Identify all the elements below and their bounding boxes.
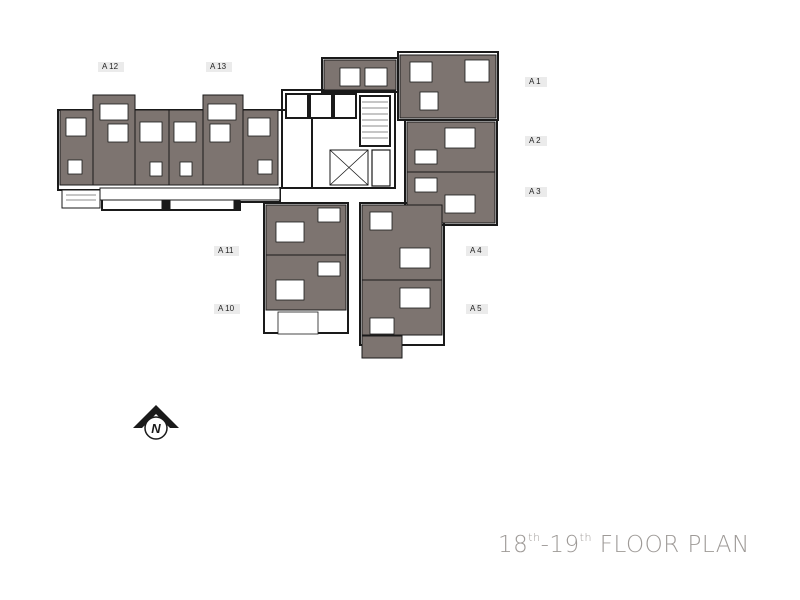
room-partitions bbox=[65, 59, 490, 335]
unit-label-a4: A 4 bbox=[466, 246, 488, 256]
title-sup-start: th bbox=[528, 531, 541, 544]
title-text: FLOOR PLAN bbox=[591, 532, 750, 558]
unit-label-a10: A 10 bbox=[214, 304, 241, 314]
unit-label-a13: A 13 bbox=[206, 62, 233, 72]
unit-label-a5: A 5 bbox=[466, 304, 488, 314]
building-outline bbox=[57, 51, 499, 346]
lift-shaft-2 bbox=[309, 93, 333, 119]
floor-plan-title: 18th-19th FLOOR PLAN bbox=[498, 531, 750, 558]
stairwell bbox=[359, 95, 391, 147]
title-floor-end: 19 bbox=[549, 532, 580, 558]
lift-shaft-1 bbox=[285, 93, 309, 119]
unit-label-a1: A 1 bbox=[525, 77, 547, 87]
north-arrow-icon: N bbox=[133, 405, 179, 440]
title-floor-start: 18 bbox=[498, 532, 529, 558]
title-sup-end: th bbox=[579, 531, 592, 544]
corridor bbox=[61, 187, 403, 359]
north-letter: N bbox=[151, 421, 161, 436]
building-core bbox=[285, 93, 391, 187]
stair-treads bbox=[362, 101, 388, 139]
lift-shaft-3 bbox=[333, 93, 357, 119]
unit-label-a11: A 11 bbox=[214, 246, 240, 256]
title-dash: - bbox=[540, 532, 550, 558]
unit-label-a2: A 2 bbox=[525, 136, 547, 146]
unit-label-a12: A 12 bbox=[98, 62, 125, 72]
unit-label-a3: A 3 bbox=[525, 187, 547, 197]
